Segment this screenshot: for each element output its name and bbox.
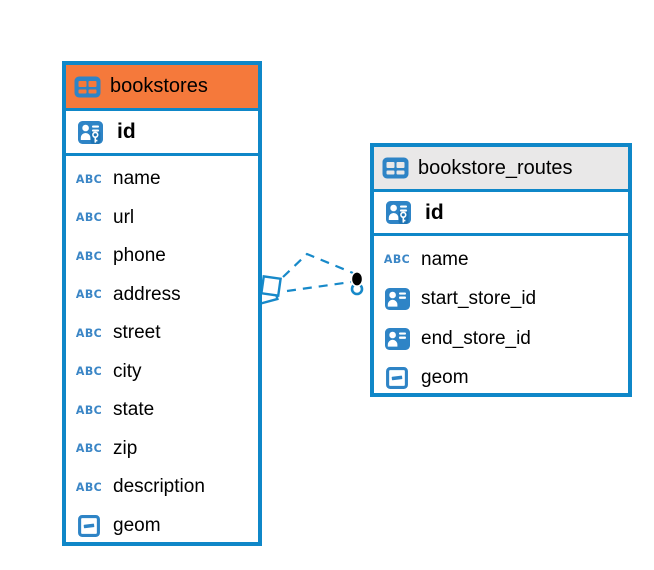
- column-row[interactable]: start_store_id: [374, 280, 628, 320]
- column-name: geom: [113, 514, 161, 536]
- column-row[interactable]: ABC url: [66, 199, 258, 238]
- abc-glyph: ABC: [383, 252, 411, 267]
- relationship-line-1[interactable]: [282, 252, 354, 278]
- foreign-key-icon: [379, 327, 415, 350]
- column-row[interactable]: end_store_id: [374, 319, 628, 359]
- column-row[interactable]: ABC city: [66, 353, 258, 392]
- column-name: geom: [421, 367, 469, 389]
- abc-glyph: ABC: [75, 403, 103, 418]
- column-list: ABC name ABC url ABC phone ABC address A…: [66, 156, 258, 545]
- column-row[interactable]: ABC phone: [66, 237, 258, 276]
- entity-title: bookstore_routes: [418, 156, 573, 179]
- column-name: name: [421, 248, 469, 270]
- text-type-icon: ABC: [71, 403, 107, 418]
- text-type-icon: ABC: [71, 249, 107, 264]
- column-name: end_store_id: [421, 327, 531, 349]
- primary-key-icon: [380, 201, 416, 224]
- abc-glyph: ABC: [75, 364, 103, 379]
- column-row[interactable]: ABC state: [66, 391, 258, 430]
- text-type-icon: ABC: [71, 287, 107, 302]
- abc-glyph: ABC: [75, 441, 103, 456]
- text-type-icon: ABC: [379, 252, 415, 267]
- table-icon: [74, 76, 101, 97]
- text-type-icon: ABC: [71, 364, 107, 379]
- column-row[interactable]: geom: [374, 359, 628, 399]
- text-type-icon: ABC: [71, 172, 107, 187]
- column-name: state: [113, 399, 155, 421]
- pk-column-name: id: [117, 120, 136, 143]
- relationship-layer: [255, 252, 364, 305]
- column-row[interactable]: geom: [66, 507, 258, 546]
- column-row[interactable]: ABC street: [66, 314, 258, 353]
- relationship-line-2[interactable]: [286, 280, 352, 293]
- column-name: phone: [113, 245, 166, 267]
- pk-row[interactable]: id: [66, 111, 258, 156]
- abc-glyph: ABC: [75, 480, 103, 495]
- column-name: name: [113, 168, 161, 190]
- text-type-icon: ABC: [71, 441, 107, 456]
- column-name: start_store_id: [421, 288, 537, 310]
- text-type-icon: ABC: [71, 480, 107, 495]
- text-type-icon: ABC: [71, 326, 107, 341]
- geometry-type-icon: [71, 514, 107, 537]
- column-name: city: [113, 360, 142, 382]
- text-type-icon: ABC: [71, 210, 107, 225]
- abc-glyph: ABC: [75, 172, 103, 187]
- geometry-type-icon: [379, 367, 415, 390]
- abc-glyph: ABC: [75, 210, 103, 225]
- column-name: description: [113, 476, 205, 498]
- pk-row[interactable]: id: [374, 192, 628, 236]
- entity-title: bookstores: [110, 75, 208, 97]
- column-name: address: [113, 283, 181, 305]
- entity-bookstore-routes-header[interactable]: bookstore_routes: [374, 147, 628, 192]
- primary-key-icon: [72, 120, 108, 144]
- column-row[interactable]: ABC name: [66, 160, 258, 199]
- one-end-marker: [350, 270, 364, 296]
- column-row[interactable]: ABC zip: [66, 430, 258, 469]
- column-row[interactable]: ABC address: [66, 276, 258, 315]
- entity-bookstores[interactable]: bookstores id ABC name: [62, 61, 262, 546]
- column-name: url: [113, 206, 135, 228]
- column-row[interactable]: ABC name: [374, 240, 628, 280]
- column-list: ABC name start_store_id: [374, 236, 628, 398]
- column-name: street: [113, 322, 161, 344]
- table-icon: [382, 157, 409, 179]
- abc-glyph: ABC: [75, 326, 103, 341]
- pk-column-name: id: [425, 200, 444, 224]
- foreign-key-icon: [379, 288, 415, 311]
- entity-bookstores-header[interactable]: bookstores: [66, 65, 258, 111]
- column-row[interactable]: ABC description: [66, 468, 258, 507]
- abc-glyph: ABC: [75, 287, 103, 302]
- column-name: zip: [113, 437, 138, 459]
- entity-bookstore-routes[interactable]: bookstore_routes id ABC name: [370, 143, 632, 397]
- abc-glyph: ABC: [75, 249, 103, 264]
